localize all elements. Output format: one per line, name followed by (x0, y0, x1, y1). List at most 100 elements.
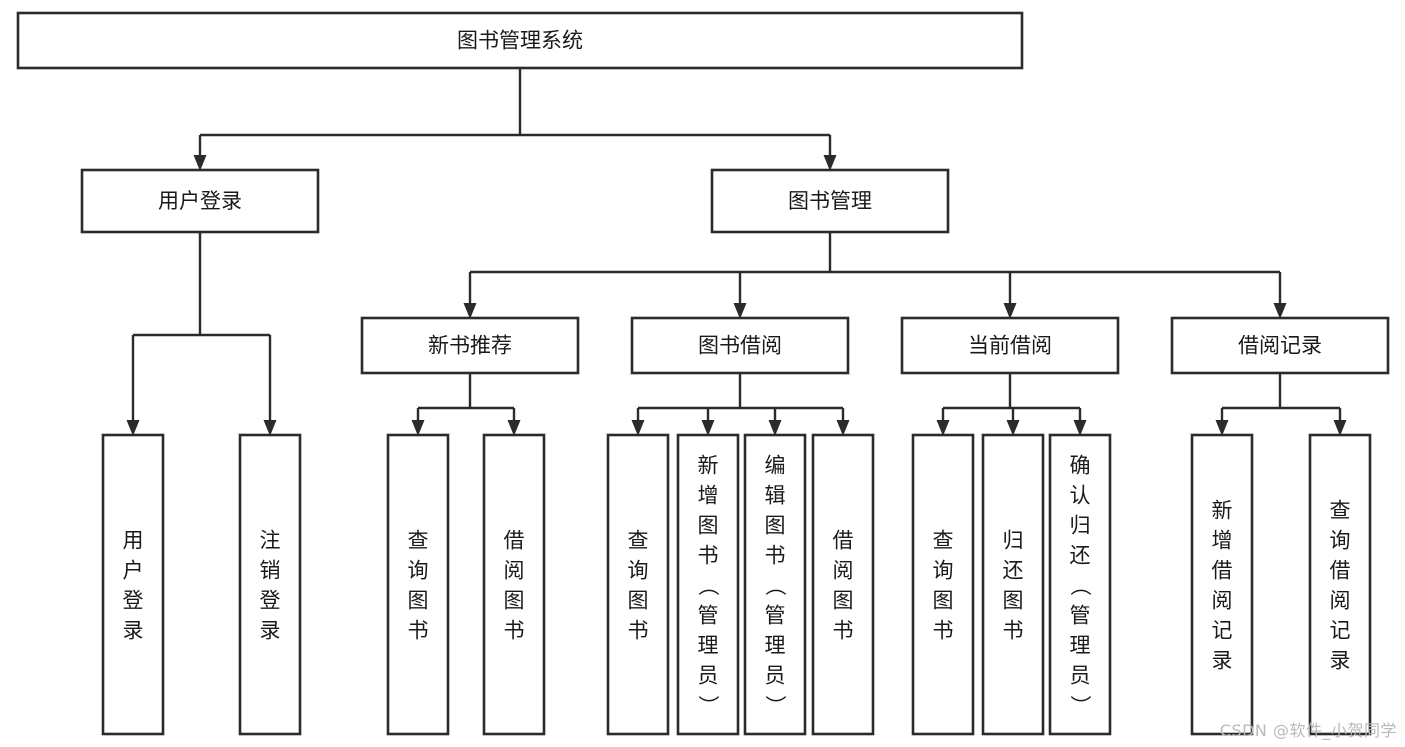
node-borrow-record[interactable]: 借阅记录 (1170, 316, 1390, 375)
node-leaf-query-book-3-label-char: 图 (933, 589, 954, 613)
node-leaf-confirm-return-label-char: （ (1068, 575, 1092, 596)
node-leaf-add-record[interactable]: 新增借阅记录新增借阅记录 (1190, 433, 1254, 736)
node-leaf-query-record[interactable]: 查询借阅记录查询借阅记录 (1308, 433, 1372, 736)
node-leaf-query-record-label-char: 记 (1330, 619, 1351, 643)
node-leaf-query-book-1[interactable]: 查询图书查询图书 (386, 433, 450, 736)
node-leaf-query-book-1-box[interactable] (386, 433, 450, 736)
arrow-head-leaf-edit-book (768, 420, 782, 436)
node-leaf-edit-book-label-char: 编 (765, 454, 786, 478)
node-leaf-user-logout-label-char: 录 (260, 619, 281, 643)
node-leaf-return-book[interactable]: 归还图书归还图书 (981, 433, 1045, 736)
node-leaf-return-book-label-char: 归 (1003, 529, 1024, 553)
node-leaf-add-book-box[interactable] (676, 433, 740, 736)
node-user-login-box[interactable] (80, 168, 320, 234)
node-leaf-user-logout-label-char: 销 (260, 559, 281, 583)
node-leaf-query-book-2-box[interactable] (606, 433, 670, 736)
node-leaf-borrow-book-2[interactable]: 借阅图书借阅图书 (811, 433, 875, 736)
node-leaf-user-logout-label-char: 注 (260, 529, 281, 553)
node-leaf-borrow-book-2-box[interactable] (811, 433, 875, 736)
node-leaf-user-login-label-char: 录 (123, 619, 144, 643)
node-leaf-add-book-label-char: （ (696, 575, 720, 596)
arrow-head-user-login (193, 155, 207, 171)
node-user-login[interactable]: 用户登录 (80, 168, 320, 234)
node-leaf-add-record-label-char: 记 (1212, 619, 1233, 643)
node-borrow-record-label: 借阅记录 (1238, 334, 1322, 358)
node-leaf-return-book-label-char: 书 (1003, 619, 1024, 643)
node-leaf-user-logout[interactable]: 注销登录注销登录 (238, 433, 302, 736)
node-leaf-confirm-return-label-char: 认 (1070, 484, 1091, 508)
node-leaf-add-book-label-char: 新 (698, 454, 719, 478)
node-leaf-query-book-1-label-char: 图 (408, 589, 429, 613)
arrow-head-current-borrow (1003, 303, 1017, 319)
node-leaf-confirm-return-box[interactable] (1048, 433, 1112, 736)
node-current-borrow-box[interactable] (900, 316, 1120, 375)
node-leaf-query-book-3-box[interactable] (911, 433, 975, 736)
node-book-borrow[interactable]: 图书借阅 (630, 316, 850, 375)
node-leaf-query-book-2[interactable]: 查询图书查询图书 (606, 433, 670, 736)
node-book-borrow-label: 图书借阅 (698, 334, 782, 358)
node-leaf-query-record-label-char: 阅 (1330, 589, 1351, 613)
node-root-system[interactable]: 图书管理系统 (16, 11, 1024, 70)
node-leaf-return-book-box[interactable] (981, 433, 1045, 736)
node-leaf-query-book-3-label-char: 询 (933, 559, 954, 583)
arrow-head-borrow-record (1273, 303, 1287, 319)
node-book-manage-box[interactable] (710, 168, 950, 234)
node-borrow-record-box[interactable] (1170, 316, 1390, 375)
node-leaf-query-record-label-char: 录 (1330, 649, 1351, 673)
arrow-head-leaf-add-book (701, 420, 715, 436)
node-leaf-user-logout-box[interactable] (238, 433, 302, 736)
node-leaf-query-record-label-char: 查 (1330, 499, 1351, 523)
node-leaf-edit-book-label-char: （ (763, 575, 787, 596)
csdn-watermark: CSDN @软件_小贺同学 (1219, 721, 1397, 740)
node-leaf-borrow-book-2-label-char: 阅 (833, 559, 854, 583)
node-leaf-add-book-label-char: ） (696, 695, 720, 716)
node-root-system-box[interactable] (16, 11, 1024, 70)
arrow-head-leaf-borrow-book-1 (507, 420, 521, 436)
node-book-manage[interactable]: 图书管理 (710, 168, 950, 234)
node-current-borrow[interactable]: 当前借阅 (900, 316, 1120, 375)
arrow-head-leaf-confirm-return (1073, 420, 1087, 436)
node-leaf-user-login-label-char: 登 (123, 589, 144, 613)
node-leaf-query-book-2-label-char: 书 (628, 619, 649, 643)
node-leaf-borrow-book-1-label-char: 书 (504, 619, 525, 643)
node-leaf-add-book-label-char: 增 (698, 484, 719, 508)
node-leaf-borrow-book-1[interactable]: 借阅图书借阅图书 (482, 433, 546, 736)
arrow-head-leaf-query-record (1333, 420, 1347, 436)
arrow-head-leaf-query-book-2 (631, 420, 645, 436)
node-leaf-add-record-label-char: 录 (1212, 649, 1233, 673)
node-leaf-borrow-book-2-label-char: 借 (833, 529, 854, 553)
node-leaf-query-book-2-label-char: 询 (628, 559, 649, 583)
node-leaf-add-record-label-char: 增 (1212, 529, 1233, 553)
node-leaf-borrow-book-1-box[interactable] (482, 433, 546, 736)
arrow-head-leaf-borrow-book-2 (836, 420, 850, 436)
node-new-book-recommend[interactable]: 新书推荐 (360, 316, 580, 375)
node-leaf-edit-book-box[interactable] (743, 433, 807, 736)
node-leaf-query-record-label-char: 询 (1330, 529, 1351, 553)
node-leaf-user-login-box[interactable] (101, 433, 165, 736)
node-leaf-edit-book-label-char: 书 (765, 544, 786, 568)
node-leaf-query-book-1-label-char: 书 (408, 619, 429, 643)
node-leaf-add-record-label-char: 借 (1212, 559, 1233, 583)
node-leaf-add-record-box[interactable] (1190, 433, 1254, 736)
node-leaf-confirm-return-label-char: 管 (1070, 604, 1091, 628)
node-leaf-user-login-label-char: 用 (123, 529, 144, 553)
arrow-head-leaf-query-book-1 (411, 420, 425, 436)
node-leaf-borrow-book-1-label-char: 图 (504, 589, 525, 613)
node-leaf-confirm-return-label-char: 还 (1070, 544, 1091, 568)
node-leaf-return-book-label-char: 还 (1003, 559, 1024, 583)
node-leaf-query-book-3-label-char: 查 (933, 529, 954, 553)
node-leaf-query-record-box[interactable] (1308, 433, 1372, 736)
node-leaf-add-record-label-char: 阅 (1212, 589, 1233, 613)
arrow-head-leaf-return-book (1006, 420, 1020, 436)
node-root-system-label: 图书管理系统 (457, 29, 583, 53)
node-leaf-query-book-3[interactable]: 查询图书查询图书 (911, 433, 975, 736)
node-leaf-user-login[interactable]: 用户登录用户登录 (101, 433, 165, 736)
node-new-book-recommend-box[interactable] (360, 316, 580, 375)
node-book-borrow-box[interactable] (630, 316, 850, 375)
connector-layer (126, 68, 1347, 436)
node-leaf-query-book-2-label-char: 查 (628, 529, 649, 553)
